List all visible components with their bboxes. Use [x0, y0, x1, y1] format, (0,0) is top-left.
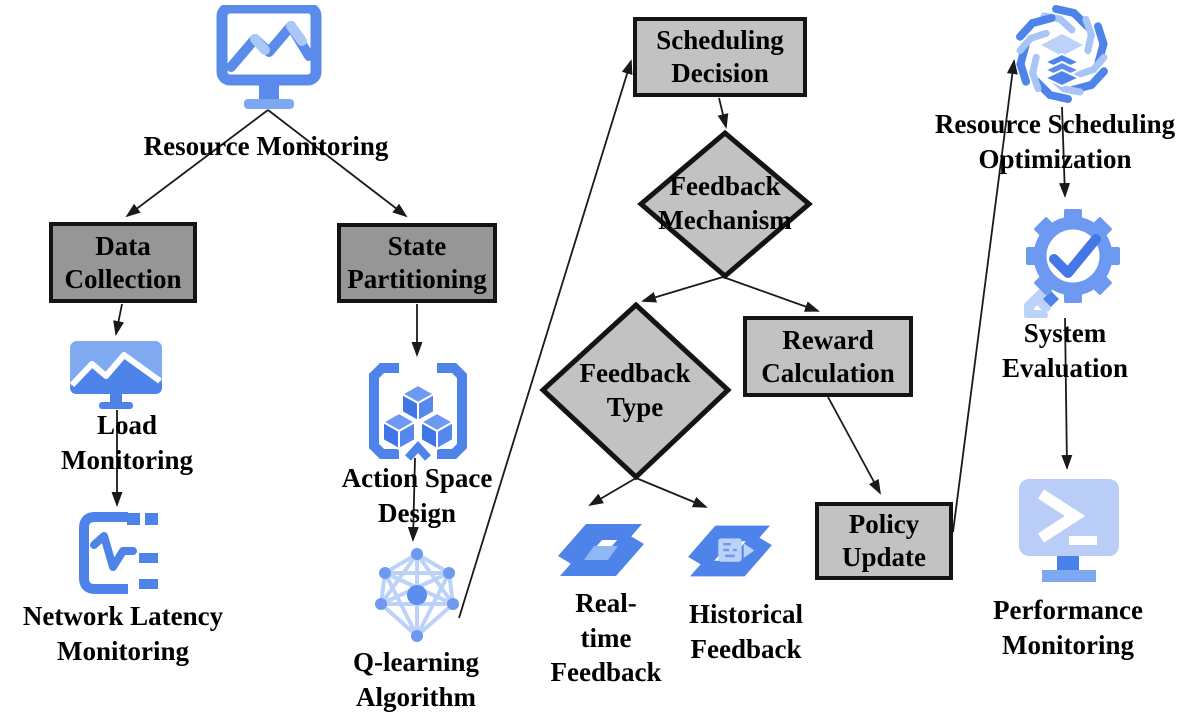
data-collection-box: Data Collection — [49, 222, 197, 303]
arrow-feedback-mechanism-to-reward-calculation — [722, 276, 820, 312]
terminal-monitor-icon — [1019, 479, 1119, 582]
feedback-mechanism-label: Feedback Mechanism — [658, 171, 792, 235]
state-partitioning-box: State Partitioning — [337, 223, 497, 303]
arrow-system-evaluation-to-performance-monitoring — [1061, 317, 1073, 470]
history-sync-icon — [688, 525, 772, 577]
performance-monitoring-label: Performance Monitoring — [993, 595, 1143, 661]
arrow-rso-to-system-evaluation — [1059, 106, 1071, 198]
load-monitoring-label: Load Monitoring — [61, 410, 193, 476]
arrow-scheduling-decision-to-feedback-mechanism — [717, 97, 729, 129]
system-evaluation-label: System Evaluation — [1001, 318, 1129, 384]
arrow-resource-monitoring-to-data-collection — [125, 109, 269, 218]
feedback-mechanism-diamond — [637, 129, 813, 280]
arrow-feedback-type-to-historical — [635, 477, 708, 508]
resource-scheduling-optimization-label: Resource Scheduling Optimization — [934, 109, 1176, 175]
sync-arrows-icon — [558, 524, 644, 576]
monitor-graph-icon — [69, 341, 162, 409]
cubes-brackets-icon — [369, 363, 467, 461]
q-learning-algorithm-label: Q-learning Algorithm — [353, 647, 479, 713]
arrow-feedback-mechanism-to-feedback-type — [641, 276, 724, 303]
latency-chart-icon — [79, 512, 158, 594]
arrow-reward-calculation-to-policy-update — [827, 396, 881, 495]
hex-swirl-icon — [1016, 5, 1108, 103]
real-time-feedback-label: Real- time Feedback — [550, 588, 662, 688]
resource-monitoring-label: Resource Monitoring — [143, 131, 389, 161]
policy-update-box: Policy Update — [815, 502, 953, 580]
monitor-chart-icon — [216, 5, 322, 109]
arrow-feedback-type-to-real-time — [588, 477, 637, 507]
arrow-data-collection-to-load-monitoring — [113, 303, 124, 336]
scheduling-decision-box: Scheduling Decision — [633, 17, 807, 97]
feedback-type-diamond — [539, 301, 732, 481]
feedback-type-label: Feedback Type — [579, 358, 691, 422]
network-graph-icon — [375, 548, 459, 642]
reward-calculation-box: Reward Calculation — [743, 316, 913, 397]
network-latency-monitoring-label: Network Latency Monitoring — [22, 601, 224, 667]
arrow-resource-monitoring-to-state-partitioning — [267, 109, 408, 218]
historical-feedback-label: Historical Feedback — [689, 599, 803, 665]
action-space-design-label: Action Space Design — [341, 463, 493, 529]
arrow-q-learning-to-scheduling-decision — [458, 59, 633, 619]
gear-check-key-icon — [1024, 209, 1120, 318]
arrow-policy-update-to-resource-scheduling-optimization — [952, 59, 1018, 533]
arrow-action-space-to-q-learning — [407, 457, 419, 542]
